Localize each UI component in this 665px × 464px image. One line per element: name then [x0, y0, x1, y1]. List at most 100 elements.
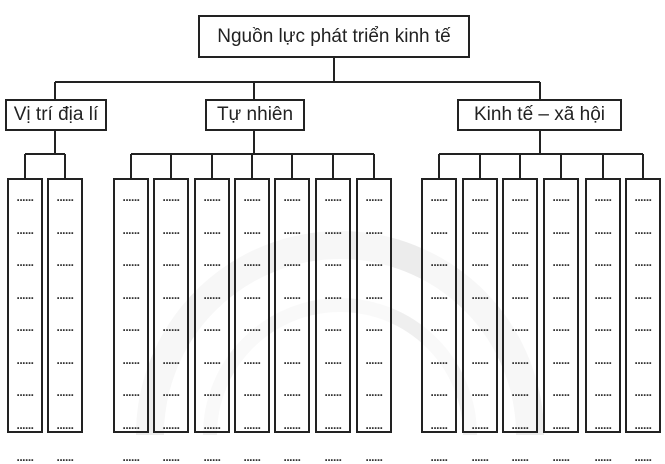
- connector-lines: [24, 58, 644, 178]
- placeholder-dots: ......: [324, 450, 342, 464]
- placeholder-dots: ......: [283, 385, 301, 399]
- placeholder-dots: ......: [594, 222, 612, 237]
- placeholder-dots: ......: [16, 385, 34, 399]
- placeholder-dots: ......: [552, 320, 570, 334]
- placeholder-dots: ......: [471, 190, 489, 204]
- leaf-column: ........................................…: [153, 178, 189, 463]
- placeholder-dots: ......: [162, 320, 180, 334]
- placeholder-dots: ......: [16, 222, 34, 237]
- placeholder-dots: ......: [203, 255, 221, 269]
- placeholder-dots: ......: [471, 450, 489, 464]
- placeholder-dots: ......: [511, 352, 529, 367]
- placeholder-dots: ......: [16, 190, 34, 204]
- placeholder-dots: ......: [594, 385, 612, 399]
- placeholder-dots: ......: [552, 385, 570, 399]
- placeholder-dots: ......: [634, 287, 652, 302]
- placeholder-dots: ......: [203, 222, 221, 237]
- leaf-column: ........................................…: [356, 178, 392, 463]
- placeholder-dots: ......: [634, 255, 652, 269]
- placeholder-dots: ......: [430, 255, 448, 269]
- placeholder-dots: ......: [471, 352, 489, 367]
- placeholder-dots: ......: [511, 222, 529, 237]
- placeholder-dots: ......: [16, 255, 34, 269]
- placeholder-dots: ......: [162, 190, 180, 204]
- placeholder-dots: ......: [430, 320, 448, 334]
- placeholder-dots: ......: [283, 320, 301, 334]
- placeholder-dots: ......: [203, 450, 221, 464]
- placeholder-dots: ......: [243, 190, 261, 204]
- placeholder-dots: ......: [162, 417, 180, 432]
- placeholder-dots: ......: [243, 287, 261, 302]
- placeholder-dots: ......: [365, 352, 383, 367]
- leaf-column: ........................................…: [543, 178, 579, 463]
- placeholder-dots: ......: [594, 287, 612, 302]
- placeholder-dots: ......: [471, 222, 489, 237]
- placeholder-dots: ......: [365, 287, 383, 302]
- placeholder-dots: ......: [430, 450, 448, 464]
- leaf-column: ........................................…: [625, 178, 661, 463]
- placeholder-dots: ......: [634, 190, 652, 204]
- placeholder-dots: ......: [56, 320, 74, 334]
- placeholder-dots: ......: [471, 417, 489, 432]
- placeholder-dots: ......: [594, 190, 612, 204]
- placeholder-dots: ......: [511, 320, 529, 334]
- placeholder-dots: ......: [594, 417, 612, 432]
- placeholder-dots: ......: [203, 385, 221, 399]
- placeholder-dots: ......: [243, 222, 261, 237]
- group-node-kinh-te-xa-hoi: Kinh tế – xã hội: [457, 99, 622, 131]
- leaf-column: ........................................…: [194, 178, 230, 463]
- leaf-column: ........................................…: [585, 178, 621, 463]
- placeholder-dots: ......: [243, 417, 261, 432]
- placeholder-dots: ......: [552, 450, 570, 464]
- placeholder-dots: ......: [16, 320, 34, 334]
- placeholder-dots: ......: [243, 320, 261, 334]
- placeholder-dots: ......: [162, 450, 180, 464]
- placeholder-dots: ......: [283, 222, 301, 237]
- placeholder-dots: ......: [430, 417, 448, 432]
- placeholder-dots: ......: [471, 287, 489, 302]
- group-label: Tự nhiên: [216, 104, 294, 125]
- placeholder-dots: ......: [56, 385, 74, 399]
- placeholder-dots: ......: [122, 320, 140, 334]
- placeholder-dots: ......: [324, 287, 342, 302]
- placeholder-dots: ......: [56, 287, 74, 302]
- placeholder-dots: ......: [594, 255, 612, 269]
- placeholder-dots: ......: [122, 287, 140, 302]
- placeholder-dots: ......: [511, 450, 529, 464]
- placeholder-dots: ......: [324, 417, 342, 432]
- placeholder-dots: ......: [16, 287, 34, 302]
- placeholder-dots: ......: [552, 287, 570, 302]
- placeholder-dots: ......: [511, 417, 529, 432]
- placeholder-dots: ......: [634, 320, 652, 334]
- placeholder-dots: ......: [122, 255, 140, 269]
- placeholder-dots: ......: [365, 417, 383, 432]
- leaf-column: ........................................…: [462, 178, 498, 463]
- leaf-column: ........................................…: [7, 178, 43, 463]
- placeholder-dots: ......: [365, 450, 383, 464]
- placeholder-dots: ......: [203, 287, 221, 302]
- placeholder-dots: ......: [552, 417, 570, 432]
- placeholder-dots: ......: [203, 417, 221, 432]
- placeholder-dots: ......: [203, 320, 221, 334]
- placeholder-dots: ......: [203, 190, 221, 204]
- leaf-column: ........................................…: [274, 178, 310, 463]
- placeholder-dots: ......: [594, 352, 612, 367]
- placeholder-dots: ......: [430, 352, 448, 367]
- group-label: Vị trí địa lí: [13, 104, 99, 125]
- placeholder-dots: ......: [122, 352, 140, 367]
- placeholder-dots: ......: [471, 320, 489, 334]
- placeholder-dots: ......: [324, 320, 342, 334]
- placeholder-dots: ......: [283, 190, 301, 204]
- placeholder-dots: ......: [16, 417, 34, 432]
- leaf-column: ........................................…: [421, 178, 457, 463]
- leaf-column: ........................................…: [502, 178, 538, 463]
- placeholder-dots: ......: [324, 255, 342, 269]
- placeholder-dots: ......: [56, 352, 74, 367]
- placeholder-dots: ......: [365, 190, 383, 204]
- placeholder-dots: ......: [243, 352, 261, 367]
- root-node: Nguồn lực phát triển kinh tế: [198, 15, 470, 58]
- placeholder-dots: ......: [324, 352, 342, 367]
- placeholder-dots: ......: [634, 450, 652, 464]
- placeholder-dots: ......: [552, 255, 570, 269]
- placeholder-dots: ......: [511, 190, 529, 204]
